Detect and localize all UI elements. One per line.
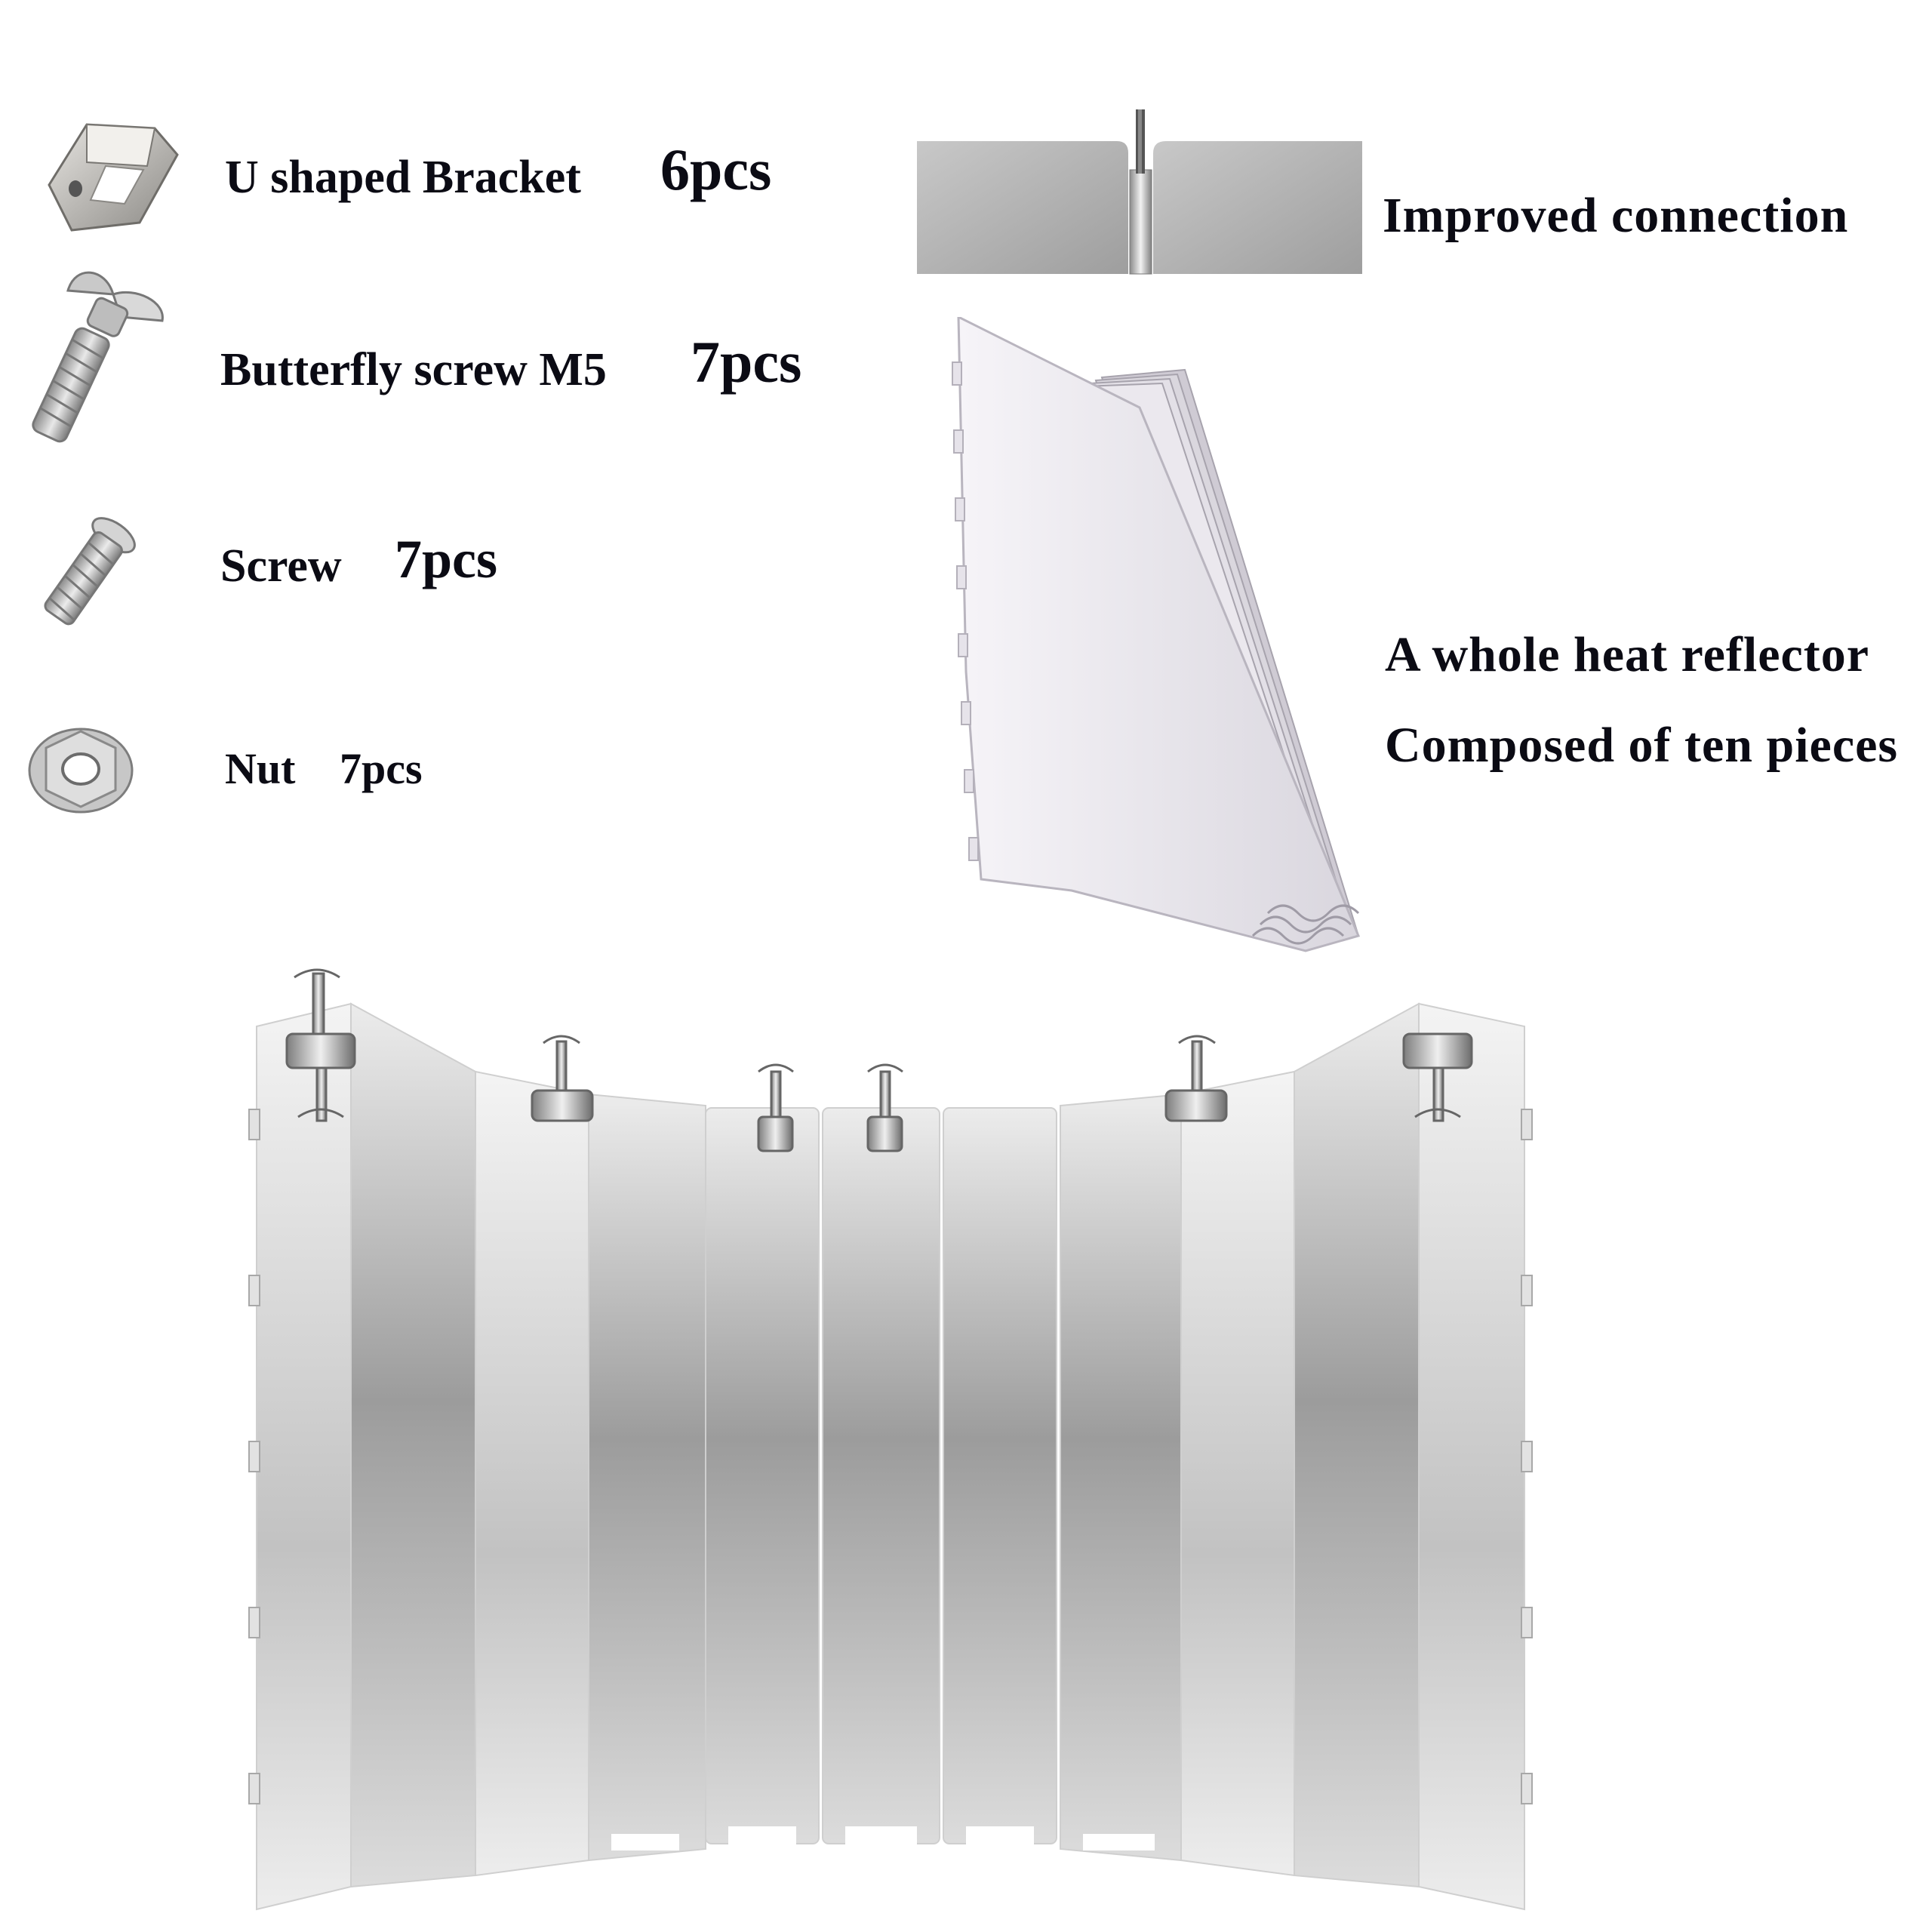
- part-qty-nut: 7pcs: [340, 744, 423, 793]
- part-label-screw: Screw: [220, 540, 342, 592]
- assembled-windscreen-image: [242, 958, 1706, 1917]
- folded-reflector-image: [951, 317, 1374, 966]
- part-qty-screw: 7pcs: [395, 529, 498, 589]
- u-bracket-icon: [42, 109, 185, 245]
- nut-icon: [26, 721, 136, 815]
- windscreen-panel: [256, 1002, 352, 1911]
- feature-improved-connection: Improved connection: [1383, 188, 1849, 243]
- part-label-nut: Nut: [225, 744, 296, 793]
- feature-reflector-line2: Composed of ten pieces: [1385, 718, 1899, 773]
- butterfly-screw-icon: [23, 260, 181, 457]
- part-qty-butterfly-screw: 7pcs: [691, 329, 802, 395]
- part-label-butterfly-screw: Butterfly screw M5: [220, 344, 607, 395]
- part-label-u-bracket: U shaped Bracket: [225, 152, 581, 203]
- screw-icon: [26, 513, 147, 634]
- feature-reflector-line1: A whole heat reflector: [1385, 627, 1870, 682]
- part-qty-u-bracket: 6pcs: [660, 137, 772, 202]
- bracket-hardware: [285, 968, 1473, 1152]
- connection-detail-image: [917, 109, 1362, 275]
